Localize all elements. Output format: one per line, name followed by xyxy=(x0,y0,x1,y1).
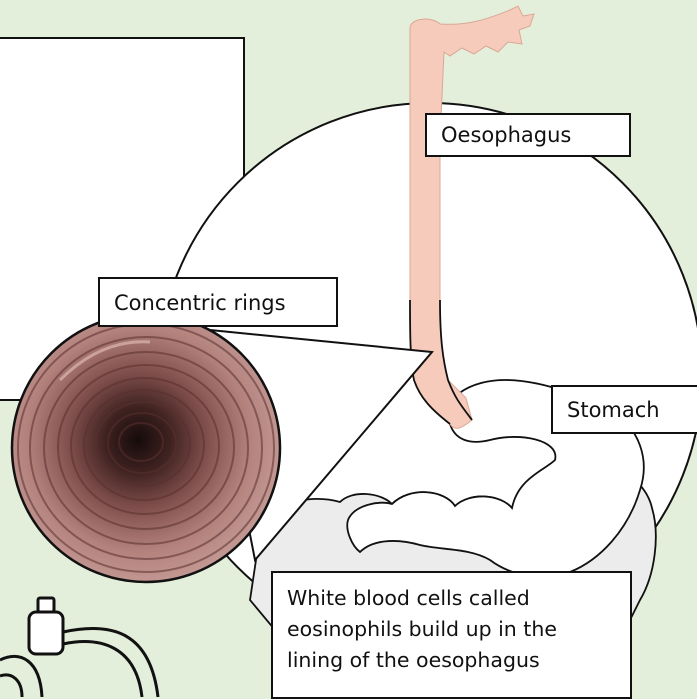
oesophagus-label: Oesophagus xyxy=(425,113,631,157)
endoscope-device xyxy=(0,598,158,697)
concentric-rings-image xyxy=(12,314,280,582)
concentric-rings-label: Concentric rings xyxy=(98,277,338,327)
eosinophils-label: White blood cells called eosinophils bui… xyxy=(271,571,632,699)
stomach-label: Stomach xyxy=(551,385,697,434)
